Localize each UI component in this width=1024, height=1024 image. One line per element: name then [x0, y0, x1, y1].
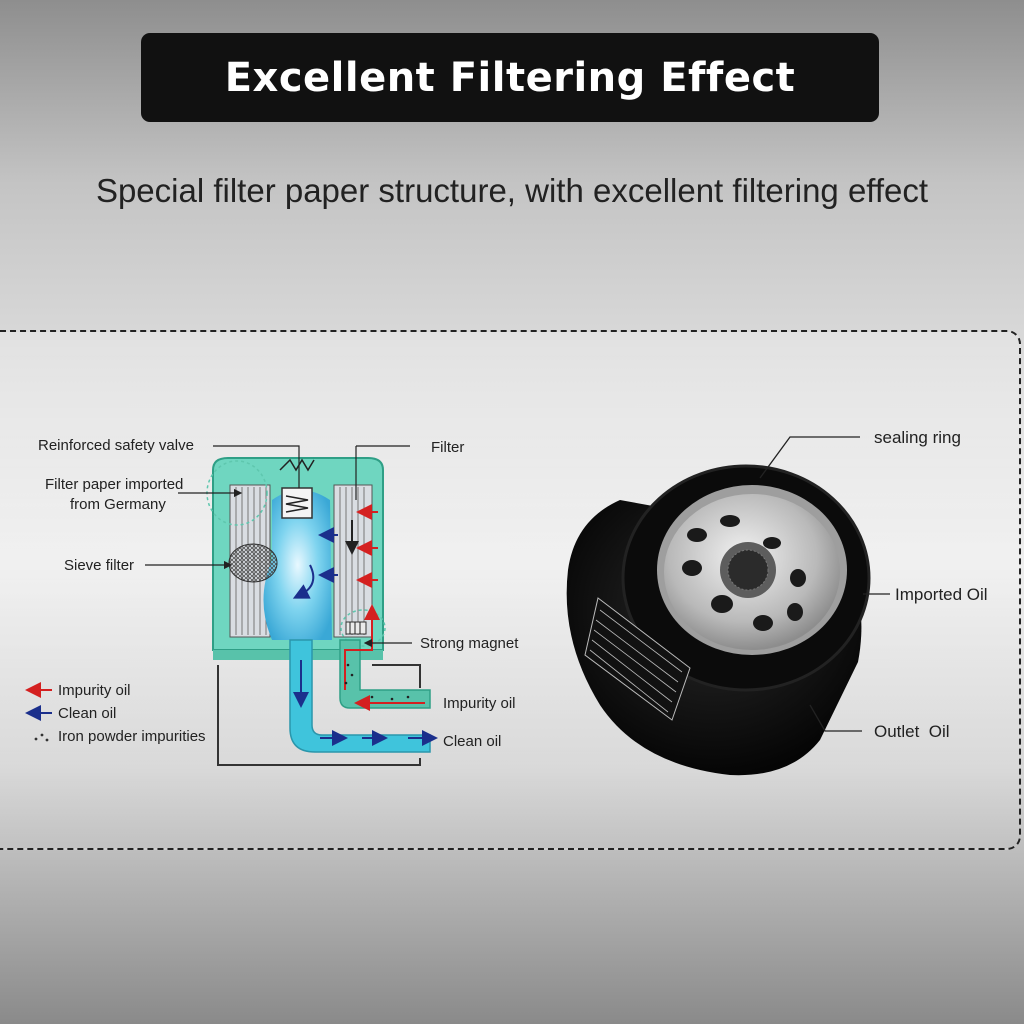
label-safety-valve: Reinforced safety valve — [38, 437, 194, 454]
label-sealing-ring: sealing ring — [874, 428, 961, 447]
label-outlet-oil: Outlet Oil — [874, 722, 950, 741]
legend-iron-label: Iron powder impurities — [58, 728, 206, 745]
label-imported-oil: Imported Oil — [895, 585, 988, 604]
oil-filter-product — [566, 464, 871, 776]
label-clean-outlet: Clean oil — [443, 733, 501, 750]
page-subtitle: Special filter paper structure, with exc… — [95, 172, 929, 209]
impurity-oil-channel — [339, 639, 431, 709]
safety-valve — [281, 487, 313, 519]
label-impurity-inlet: Impurity oil — [443, 695, 516, 712]
title-banner: Excellent Filtering Effect — [141, 33, 879, 122]
oil-holes — [682, 515, 806, 631]
label-strong-magnet: Strong magnet — [420, 635, 519, 652]
filter-label-sticker — [584, 597, 691, 721]
label-filter-paper-2: from Germany — [70, 496, 166, 513]
label-filter: Filter — [431, 439, 464, 456]
engine-block-outline — [217, 665, 421, 766]
center-tube-flow — [263, 490, 332, 640]
legend-clean-label: Clean oil — [58, 705, 116, 722]
page-title: Excellent Filtering Effect — [224, 54, 796, 101]
filter-cutaway — [145, 445, 438, 766]
label-filter-paper-1: Filter paper imported — [45, 476, 183, 493]
legend-impurity-label: Impurity oil — [58, 682, 131, 699]
label-sieve-filter: Sieve filter — [64, 557, 134, 574]
strong-magnet — [345, 621, 367, 635]
legend-iron-swatch — [34, 733, 49, 742]
sieve-filter — [228, 543, 278, 583]
legend: Impurity oil Clean oil Iron powder impur… — [25, 682, 206, 745]
